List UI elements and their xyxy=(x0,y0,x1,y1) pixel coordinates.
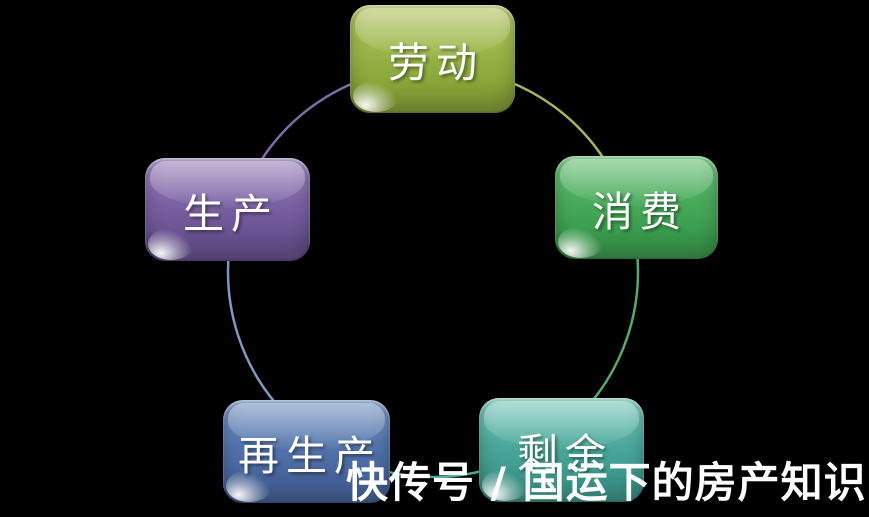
node-shengyu: 剩余 xyxy=(479,398,644,502)
node-shengyu-label: 剩余 xyxy=(517,430,613,478)
node-shengchan: 生产 xyxy=(145,158,310,261)
node-xiaofei: 消费 xyxy=(555,156,718,259)
node-shengchan-label: 生产 xyxy=(183,189,279,238)
watermark-text: 快传号 / 国运下的房产知识 xyxy=(346,458,867,507)
node-laodong-label: 劳动 xyxy=(388,39,484,87)
node-zaishengchan: 再生产 xyxy=(223,400,390,503)
node-xiaofei-label: 消费 xyxy=(592,187,688,236)
node-zaishengchan-label: 再生产 xyxy=(238,431,382,480)
node-laodong: 劳动 xyxy=(350,5,515,113)
